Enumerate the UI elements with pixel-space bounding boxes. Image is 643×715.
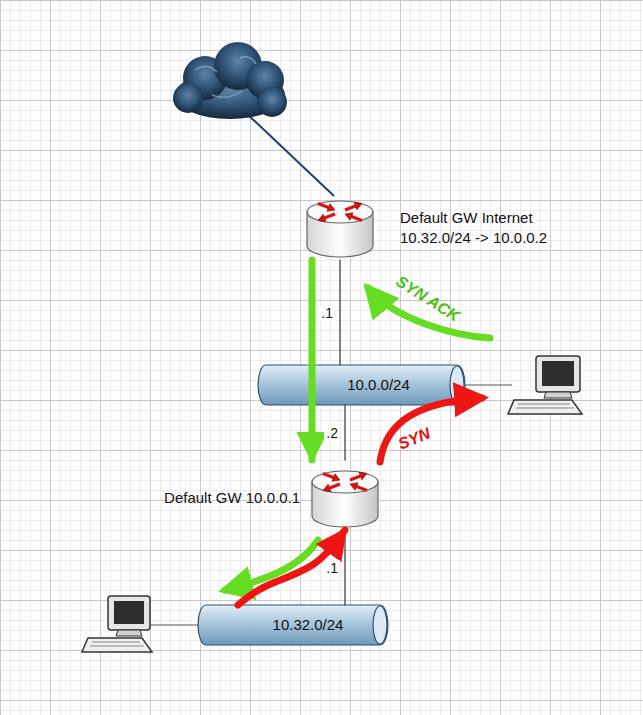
tube-body <box>198 605 388 645</box>
segment-label: 10.32.0/24 <box>273 615 344 635</box>
network-segment: 10.32.0/24 <box>198 605 388 645</box>
packet-label: SYN <box>396 424 433 453</box>
internet-cloud <box>173 42 287 119</box>
router-label: Default GW Internet <box>400 208 547 228</box>
link-line <box>344 405 345 460</box>
segment-label: 10.0.0/24 <box>347 375 410 395</box>
router-label: Default GW 10.0.0.1 <box>164 488 300 508</box>
pc-wire <box>150 624 198 625</box>
network-segment: 10.0.0/24 <box>258 365 465 405</box>
packet-label: SYN ACK <box>393 272 463 325</box>
flow-arrow <box>309 260 316 460</box>
router-top <box>312 471 378 493</box>
router-shape <box>310 460 380 530</box>
segment-label-box: 10.32.0/24 <box>198 605 388 645</box>
tube-end <box>450 366 464 404</box>
router-label: 10.32.0/24 -> 10.0.0.2 <box>400 228 547 248</box>
link-line <box>339 260 340 365</box>
router-body <box>307 212 373 257</box>
router-arrows <box>318 202 362 221</box>
router-body <box>312 482 378 527</box>
interface-address: .1 <box>319 305 335 321</box>
flow-arrow <box>380 398 482 462</box>
router-caption: Default GW Internet10.32.0/24 -> 10.0.0.… <box>400 208 547 248</box>
tube-body <box>258 365 465 405</box>
tube-end <box>373 606 387 644</box>
uplink-wire <box>245 112 334 196</box>
interface-address: .1 <box>324 560 340 576</box>
router-top <box>307 201 373 223</box>
pc-wire <box>465 384 512 385</box>
router-shape <box>305 190 375 260</box>
flow-arrow <box>238 530 345 605</box>
router-caption: Default GW 10.0.0.1 <box>164 488 300 508</box>
segment-label-box: 10.0.0/24 <box>258 365 465 405</box>
workstation-icon <box>508 356 582 414</box>
link-line <box>344 530 345 605</box>
router-node: Default GW Internet10.32.0/24 -> 10.0.0.… <box>305 190 375 260</box>
interface-address: .2 <box>324 425 340 441</box>
workstation-icon <box>82 596 152 652</box>
router-arrows <box>323 472 367 491</box>
router-node: Default GW 10.0.0.1 <box>310 460 380 530</box>
